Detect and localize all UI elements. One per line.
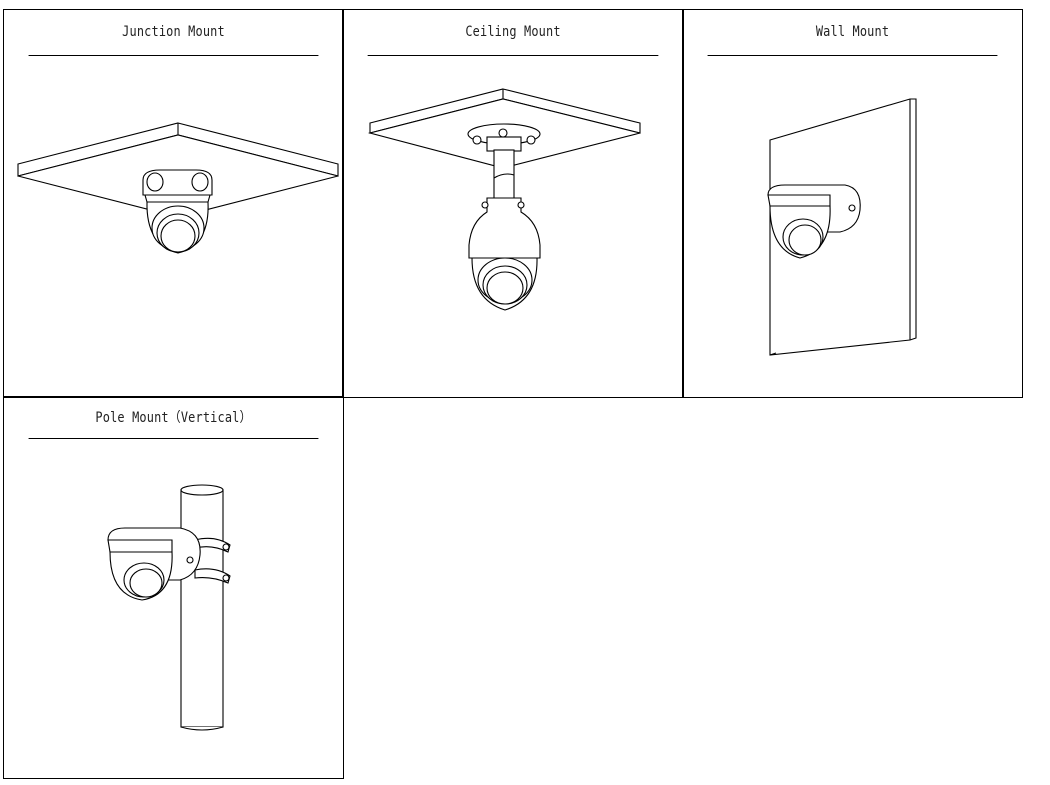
ceiling-mount-camera-illustration xyxy=(367,88,641,311)
panel-junction-mount xyxy=(3,9,344,398)
junction-mount-camera-illustration xyxy=(17,122,339,254)
panel-wall-mount xyxy=(682,9,1023,398)
wall-mount-camera-illustration xyxy=(767,98,917,356)
panel-title-wall: Wall Mount xyxy=(707,9,998,56)
panel-title-ceiling: Ceiling Mount xyxy=(367,9,659,56)
pole-mount-camera-illustration xyxy=(107,484,231,731)
panel-ceiling-mount xyxy=(342,9,684,398)
panel-title-pole: Pole Mount（Vertical） xyxy=(28,396,319,439)
panel-pole-mount xyxy=(3,396,344,779)
panel-title-junction: Junction Mount xyxy=(28,9,319,56)
